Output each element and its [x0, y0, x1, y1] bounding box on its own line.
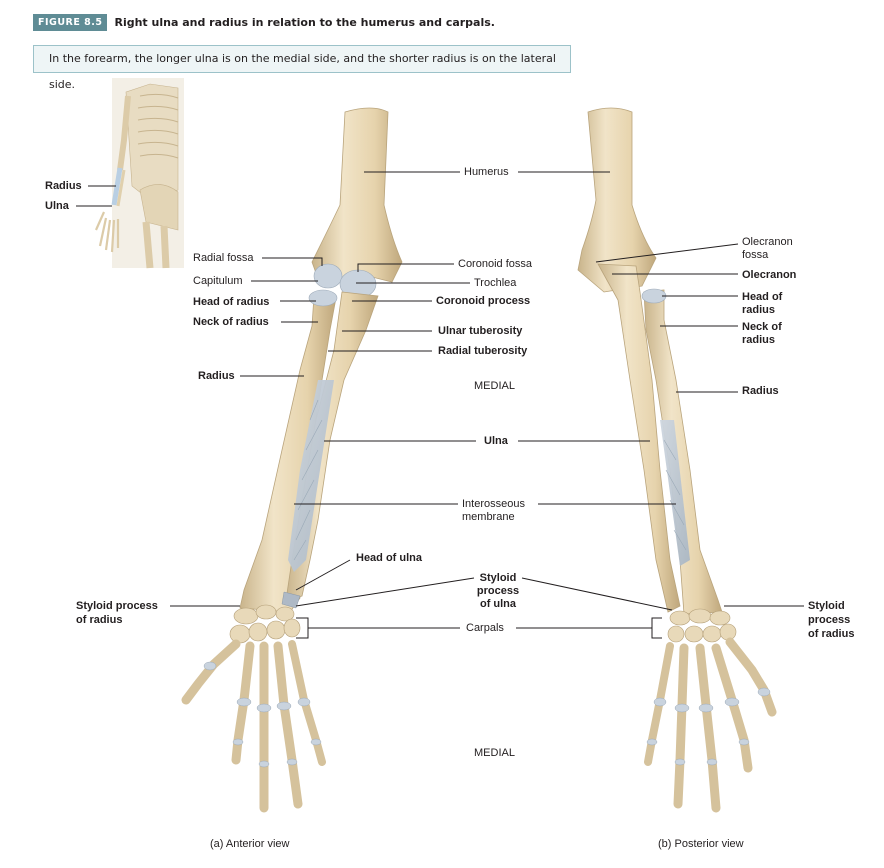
label-posterior-view: (b) Posterior view [658, 838, 744, 850]
label-olecranon-fossa-2: fossa [742, 249, 768, 261]
label-radial-fossa: Radial fossa [193, 252, 254, 264]
label-radial-tuberosity: Radial tuberosity [438, 345, 527, 357]
label-styloid-radius-p-1: Styloid [808, 600, 845, 612]
label-interosseous-1: Interosseous [462, 498, 525, 510]
label-ulnar-tuberosity: Ulnar tuberosity [438, 325, 522, 337]
inset-skeleton [96, 78, 184, 268]
label-head-of-radius: Head of radius [193, 296, 269, 308]
label-olecranon-fossa-1: Olecranon [742, 236, 793, 248]
label-olecranon: Olecranon [742, 269, 796, 281]
label-styloid-radius-a-2: of radius [76, 614, 122, 626]
label-ulna: Ulna [484, 435, 508, 447]
label-radius-posterior: Radius [742, 385, 779, 397]
label-head-of-radius-p-2: radius [742, 304, 775, 316]
label-trochlea: Trochlea [474, 277, 516, 289]
label-inset-radius: Radius [45, 180, 82, 192]
label-styloid-radius-p-2: process [808, 614, 850, 626]
posterior-bones [578, 108, 772, 808]
label-styloid-ulna-2: process [470, 585, 526, 597]
anterior-bones [186, 108, 402, 808]
label-medial-bottom: MEDIAL [474, 747, 515, 759]
label-medial-top: MEDIAL [474, 380, 515, 392]
label-head-of-ulna: Head of ulna [356, 552, 422, 564]
label-styloid-radius-a-1: Styloid process [76, 600, 158, 612]
label-radius-anterior: Radius [198, 370, 235, 382]
label-coronoid-fossa: Coronoid fossa [458, 258, 532, 270]
label-head-of-radius-p-1: Head of [742, 291, 782, 303]
label-capitulum: Capitulum [193, 275, 243, 287]
label-styloid-ulna-3: of ulna [470, 598, 526, 610]
label-anterior-view: (a) Anterior view [210, 838, 289, 850]
label-coronoid-process: Coronoid process [436, 295, 530, 307]
label-inset-ulna: Ulna [45, 200, 69, 212]
label-humerus: Humerus [464, 166, 509, 178]
label-styloid-radius-p-3: of radius [808, 628, 854, 640]
label-neck-of-radius-p-2: radius [742, 334, 775, 346]
label-carpals: Carpals [466, 622, 504, 634]
label-neck-of-radius: Neck of radius [193, 316, 269, 328]
label-interosseous-2: membrane [462, 511, 515, 523]
label-styloid-ulna-1: Styloid [470, 572, 526, 584]
label-neck-of-radius-p-1: Neck of [742, 321, 782, 333]
